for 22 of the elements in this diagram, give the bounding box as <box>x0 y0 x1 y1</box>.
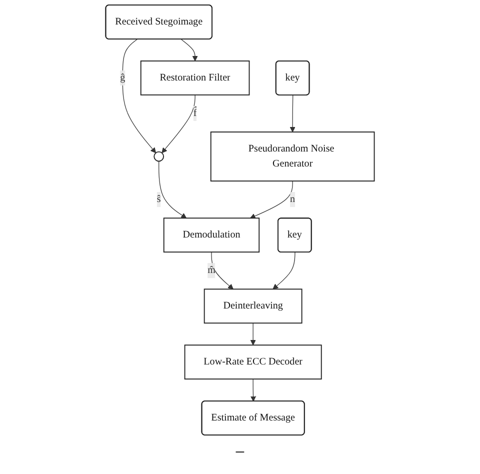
arrow <box>250 180 293 219</box>
arrow <box>162 94 196 154</box>
node-box: Demodulation <box>163 218 260 253</box>
edge-label: ŝ <box>156 194 161 205</box>
node-box: Pseudorandom Noise Generator <box>210 132 375 182</box>
node-box: Deinterleaving <box>204 288 302 324</box>
edge-label: ĝ <box>120 72 126 83</box>
arrow <box>158 160 187 218</box>
node-box: Restoration Filter <box>140 60 250 96</box>
minus-sign: − <box>234 442 246 462</box>
edge-label: n <box>290 194 296 205</box>
arrow <box>250 322 256 346</box>
arrow <box>211 252 234 290</box>
node-circle <box>154 151 164 162</box>
arrow <box>272 252 296 290</box>
edge-label: m̂ <box>208 264 216 276</box>
arrow <box>122 38 156 154</box>
edge-label: f̂ <box>193 108 197 118</box>
arrow <box>250 378 256 402</box>
arrow <box>290 94 296 132</box>
arrow <box>180 38 198 62</box>
node-box: Low-Rate ECC Decoder <box>184 344 322 380</box>
